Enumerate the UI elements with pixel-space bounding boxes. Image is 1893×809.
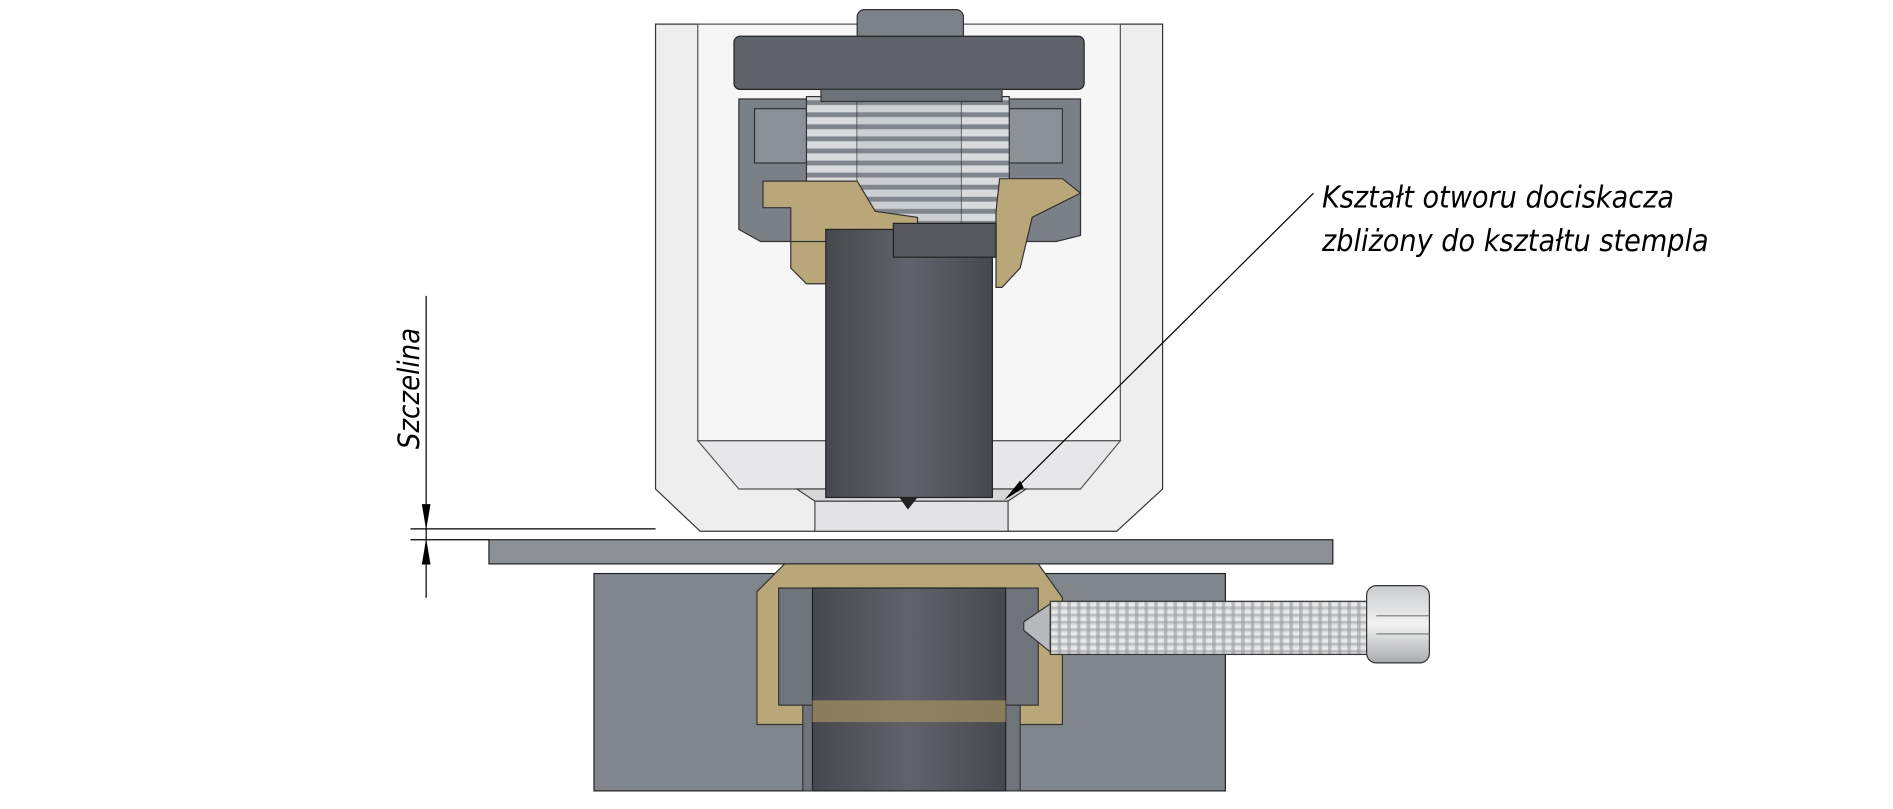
die-block	[593, 563, 1226, 792]
set-screw	[1023, 585, 1431, 664]
punch-tip	[899, 497, 918, 510]
punch-head	[733, 35, 1085, 90]
sheet-metal	[488, 539, 1334, 565]
annotation-line2: zbliżony do kształtu stempla	[1321, 224, 1709, 259]
annotation-line1: Kształt otworu dociskacza	[1322, 181, 1674, 216]
leader-line	[1011, 192, 1314, 494]
gap-dimension	[410, 295, 656, 598]
punch	[825, 228, 993, 499]
leader-arrow	[1004, 480, 1024, 500]
gap-label: Szczelina	[392, 328, 426, 449]
